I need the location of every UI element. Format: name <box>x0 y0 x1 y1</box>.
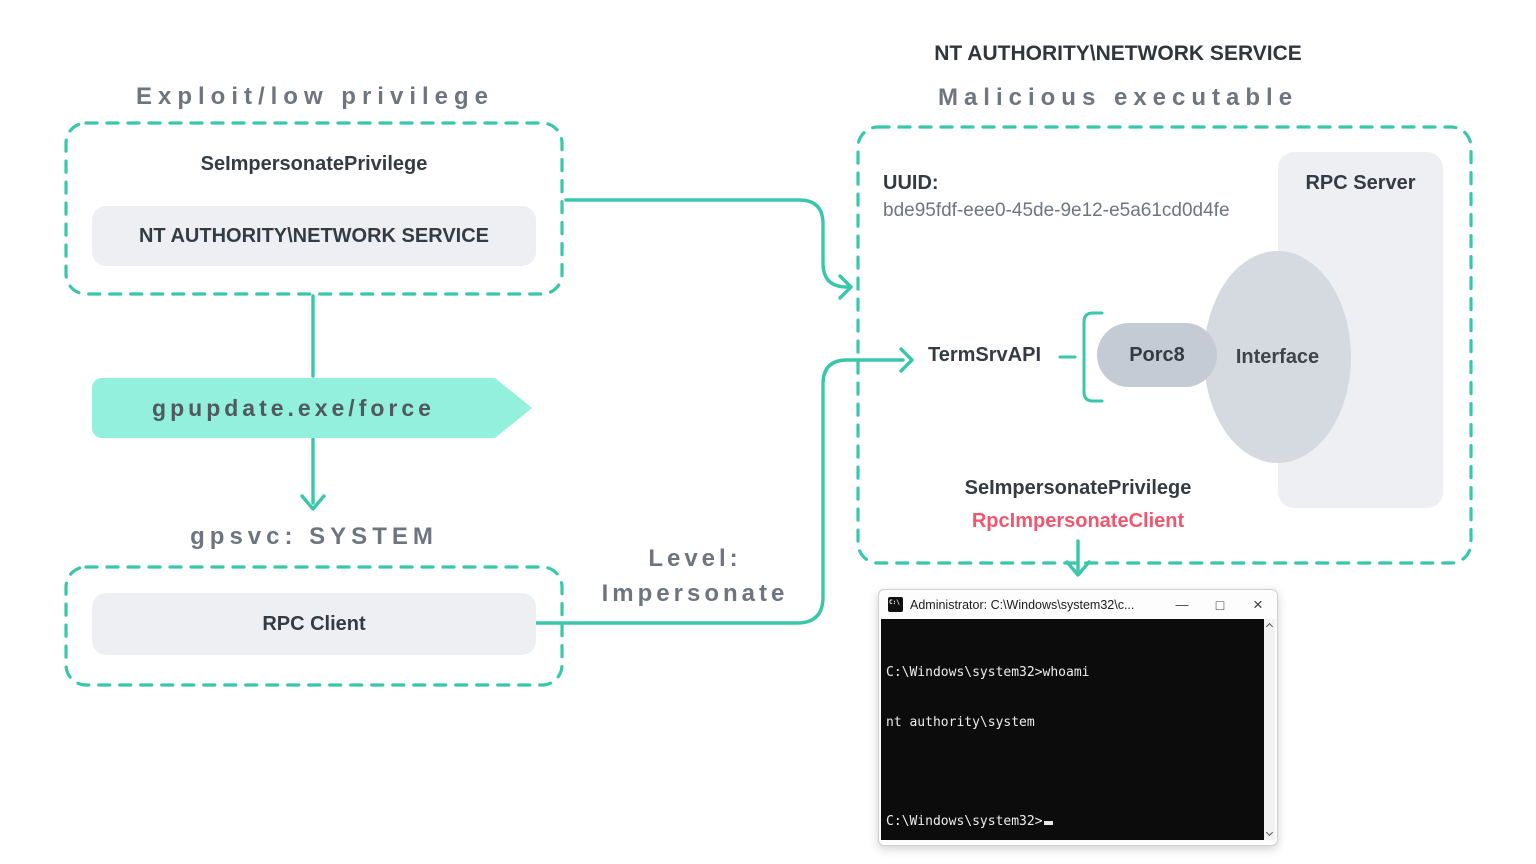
terminal-cursor <box>1043 820 1053 825</box>
terminal-line: nt authority\system <box>886 714 1035 730</box>
rpc-client-pill: RPC Client <box>92 593 536 655</box>
connector-exploit-to-malicious <box>564 198 849 289</box>
uuid-label: UUID: <box>883 172 939 194</box>
exploit-dashed-box <box>64 121 564 296</box>
porc8-bracket <box>1082 311 1104 403</box>
terminal-line: C:\Windows\system32>whoami <box>886 665 1090 680</box>
level-label-line2: Impersonate <box>601 580 789 607</box>
termsrvapi-label: TermSrvAPI <box>928 344 1042 366</box>
banner-arrow-point <box>495 378 532 438</box>
malicious-dashed-box <box>856 125 1473 565</box>
terminal-scrollbar[interactable] <box>1264 619 1275 840</box>
gpsvc-system-label: gpsvc: SYSTEM <box>190 523 438 550</box>
uuid-value: bde95fdf-eee0-45de-9e12-e5a61cd0d4fe <box>883 200 1230 221</box>
exploit-title: Exploit/low privilege <box>135 83 495 110</box>
rpc-client-dashed-box <box>64 565 564 687</box>
terminal-title: Administrator: C:\Windows\system32\c... <box>910 597 1135 612</box>
arrowhead-right-malicious <box>838 274 853 300</box>
arrowhead-down-gpsvc <box>300 494 326 511</box>
terminal-line: C:\Windows\system32> <box>886 813 1043 829</box>
close-button[interactable]: × <box>1253 594 1263 614</box>
account-pill: NT AUTHORITY\NETWORK SERVICE <box>92 206 536 266</box>
porc8-pill: Porc8 <box>1097 323 1217 387</box>
arrowhead-right-termsrv <box>899 347 914 373</box>
privilege-label: SeImpersonatePrivilege <box>200 153 428 175</box>
minimize-button[interactable]: — <box>1175 597 1189 612</box>
cmd-icon: C:\ <box>888 597 903 612</box>
rpcimpersonateclient-label: RpcImpersonateClient <box>971 510 1185 532</box>
maximize-button[interactable]: □ <box>1215 596 1225 613</box>
terminal-window: C:\ Administrator: C:\Windows\system32\c… <box>878 589 1278 846</box>
interface-ellipse: Interface <box>1204 251 1351 463</box>
level-label-line1: Level: <box>648 545 742 572</box>
scroll-down-icon[interactable] <box>1265 828 1273 837</box>
level-impersonate-label: Level: Impersonate <box>540 541 850 611</box>
gpupdate-banner-label: gpupdate.exe/force <box>152 394 435 421</box>
arrowhead-down-terminal <box>1065 560 1091 577</box>
scroll-up-icon[interactable] <box>1265 622 1273 631</box>
terminal-body[interactable]: C:\Windows\system32>whoami nt authority\… <box>881 619 1264 840</box>
gpupdate-banner: gpupdate.exe/force <box>92 378 495 438</box>
seimpersonate-label: SeImpersonatePrivilege <box>964 477 1192 499</box>
connector-rpcclient-to-termsrv <box>535 358 905 625</box>
malicious-executable-title: Malicious executable <box>937 84 1299 111</box>
terminal-titlebar[interactable]: C:\ Administrator: C:\Windows\system32\c… <box>879 590 1277 619</box>
network-service-title: NT AUTHORITY\NETWORK SERVICE <box>934 42 1302 65</box>
